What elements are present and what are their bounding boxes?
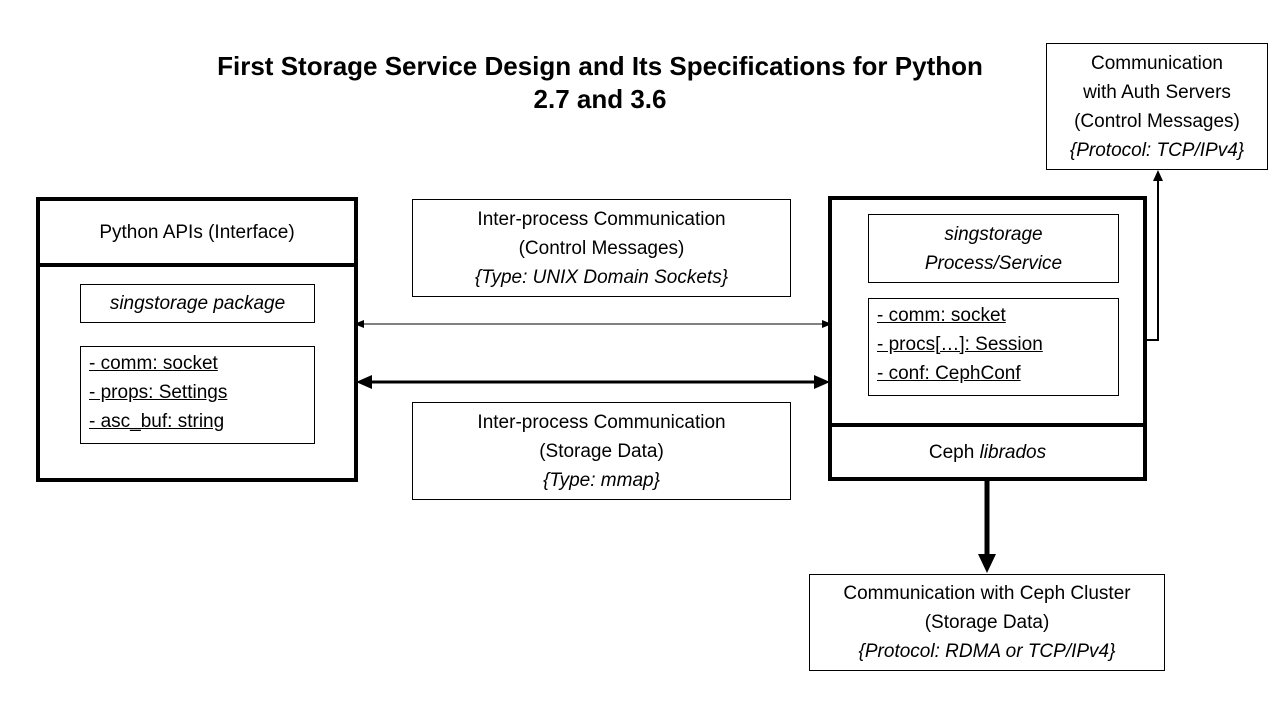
member-props: - props: Settings [89,382,228,403]
auth-servers-arrow [1147,170,1163,341]
member-comm-socket: - comm: socket [877,305,1006,326]
member-asc-buf: - asc_buf: string [89,411,225,432]
title-line-1: First Storage Service Design and Its Spe… [217,51,983,81]
control-messages-arrow [354,320,832,328]
python-api-header: Python APIs (Interface) [40,201,354,267]
singstorage-package-box: singstorage package [80,284,315,323]
ceph-librados-label: Ceph librados [928,441,1047,463]
python-api-header-label: Python APIs (Interface) [99,221,295,243]
auth-servers-box: Communication with Auth Servers (Control… [1046,43,1268,170]
title-line-2: 2.7 and 3.6 [533,84,667,114]
singstorage-members: - comm: socket - procs[…]: Session - con… [868,298,1119,396]
ipc-storage-box: Inter-process Communication (Storage Dat… [412,402,791,500]
ceph-cluster-box: Communication with Ceph Cluster (Storage… [809,574,1165,671]
auth-line-1: Communication [1091,52,1223,74]
member-procs: - procs[…]: Session [877,334,1043,355]
ipc-storage-line-3: {Type: mmap} [543,469,660,491]
ceph-librados-section: Ceph librados [832,423,1143,477]
singstorage-process-line-1: singstorage [944,223,1043,245]
auth-line-2: with Auth Servers [1083,81,1231,103]
diagram-title: First Storage Service Design and Its Spe… [150,50,1050,116]
ceph-cluster-line-1: Communication with Ceph Cluster [843,583,1131,604]
singstorage-process-line-2: Process/Service [924,252,1063,274]
ceph-cluster-arrow [978,481,996,573]
ipc-control-line-2: (Control Messages) [518,237,685,259]
ceph-cluster-line-2: (Storage Data) [924,612,1050,633]
auth-line-3: (Control Messages) [1074,110,1240,132]
storage-data-arrow [356,375,830,389]
ipc-storage-line-2: (Storage Data) [539,440,664,462]
auth-line-4: {Protocol: TCP/IPv4} [1069,139,1245,161]
ceph-cluster-line-3: {Protocol: RDMA or TCP/IPv4} [858,641,1116,662]
ipc-control-box: Inter-process Communication (Control Mes… [412,199,791,297]
member-comm: - comm: socket [89,353,218,374]
singstorage-package-label: singstorage package [109,293,286,314]
python-api-members: - comm: socket - props: Settings - asc_b… [80,346,315,444]
member-conf: - conf: CephConf [877,363,1021,384]
ipc-control-line-1: Inter-process Communication [477,208,726,230]
ipc-control-line-3: {Type: UNIX Domain Sockets} [474,266,729,288]
singstorage-process-box: singstorage Process/Service [868,214,1119,283]
ipc-storage-line-1: Inter-process Communication [477,411,726,433]
